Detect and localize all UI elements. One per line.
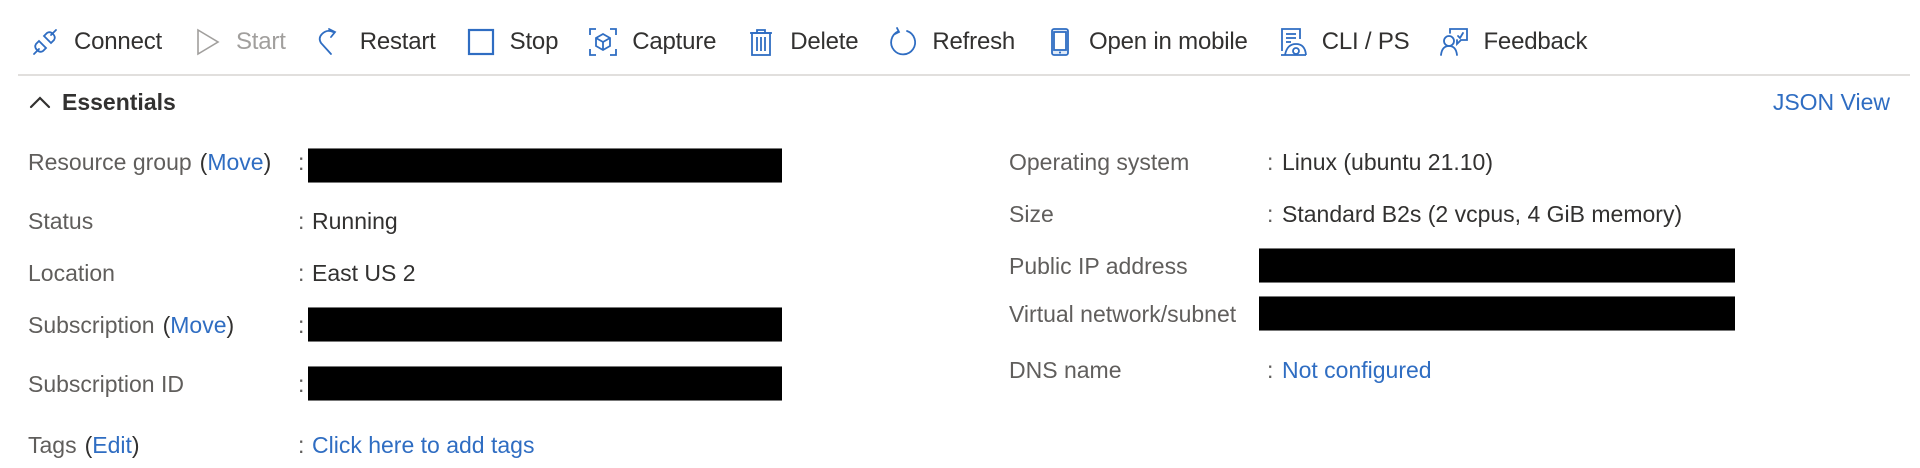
public-ip-row: Public IP address (1009, 248, 1735, 284)
capture-icon (588, 27, 618, 57)
size-label: Size (1009, 200, 1054, 227)
paren-open: ( (162, 311, 171, 338)
paren-close: ) (226, 311, 235, 338)
subscription-id-value-redacted (308, 366, 782, 401)
essentials-title: Essentials (62, 88, 176, 115)
colon: : (298, 259, 305, 286)
feedback-button[interactable]: Feedback (1439, 20, 1587, 64)
status-row: Status : Running (28, 203, 398, 239)
subscription-row: Subscription (Move) : (28, 307, 782, 343)
vnet-row: Virtual network/subnet (1009, 296, 1735, 332)
start-button[interactable]: Start (192, 20, 286, 64)
feedback-icon (1439, 27, 1469, 57)
resource-group-move-link[interactable]: Move (207, 148, 264, 175)
location-row: Location : East US 2 (28, 255, 416, 291)
add-tags-link[interactable]: Click here to add tags (312, 431, 535, 458)
subscription-id-row: Subscription ID : (28, 366, 782, 402)
refresh-label: Refresh (932, 28, 1016, 55)
stop-button[interactable]: Stop (466, 20, 559, 64)
colon: : (298, 148, 305, 175)
refresh-icon (888, 27, 918, 57)
os-row: Operating system : Linux (ubuntu 21.10) (1009, 144, 1493, 180)
capture-label: Capture (632, 28, 717, 55)
paren-close: ) (131, 431, 140, 458)
tags-row: Tags (Edit) : Click here to add tags (28, 427, 534, 463)
connect-button[interactable]: Connect (30, 20, 162, 64)
essentials-toggle[interactable]: Essentials (28, 86, 176, 118)
cli-icon (1278, 27, 1308, 57)
stop-label: Stop (509, 28, 559, 55)
paren-open: ( (84, 431, 93, 458)
mobile-icon (1045, 27, 1075, 57)
os-label: Operating system (1009, 148, 1190, 175)
refresh-button[interactable]: Refresh (888, 20, 1015, 64)
dns-label: DNS name (1009, 356, 1122, 383)
dns-configure-link[interactable]: Not configured (1282, 356, 1432, 383)
stop-icon (466, 27, 496, 57)
subscription-label: Subscription (28, 311, 155, 338)
resource-group-value-redacted[interactable] (308, 148, 782, 183)
subscription-value-redacted[interactable] (308, 307, 782, 342)
colon: : (1267, 356, 1274, 383)
paren-open: ( (199, 148, 208, 175)
colon: : (1267, 148, 1274, 175)
restart-button[interactable]: Restart (316, 20, 436, 64)
os-value: Linux (ubuntu 21.10) (1282, 148, 1493, 175)
colon: : (1267, 200, 1274, 227)
resource-group-label: Resource group (28, 148, 192, 175)
paren-close: ) (263, 148, 272, 175)
open-in-mobile-label: Open in mobile (1089, 28, 1248, 55)
colon: : (298, 431, 305, 458)
tags-edit-link[interactable]: Edit (92, 431, 132, 458)
subscription-id-label: Subscription ID (28, 370, 184, 397)
command-bar: Connect Start Restart Stop (30, 20, 1617, 64)
status-label: Status (28, 207, 94, 234)
capture-button[interactable]: Capture (588, 20, 716, 64)
colon: : (298, 311, 305, 338)
size-value: Standard B2s (2 vcpus, 4 GiB memory) (1282, 200, 1683, 227)
cli-ps-button[interactable]: CLI / PS (1278, 20, 1410, 64)
colon: : (298, 207, 305, 234)
restart-icon (316, 27, 346, 57)
json-view-link[interactable]: JSON View (1772, 89, 1890, 115)
public-ip-value-redacted[interactable] (1259, 248, 1735, 283)
toolbar-divider (18, 74, 1910, 76)
feedback-label: Feedback (1483, 28, 1588, 55)
open-in-mobile-button[interactable]: Open in mobile (1045, 20, 1248, 64)
location-label: Location (28, 259, 115, 286)
public-ip-label: Public IP address (1009, 252, 1188, 279)
status-value: Running (312, 207, 398, 234)
chevron-up-icon (29, 96, 51, 109)
connect-label: Connect (74, 28, 162, 55)
plug-icon (30, 27, 60, 57)
delete-label: Delete (790, 28, 859, 55)
vnet-value-redacted[interactable] (1259, 296, 1735, 331)
restart-label: Restart (359, 28, 436, 55)
location-value: East US 2 (312, 259, 416, 286)
dns-row: DNS name : Not configured (1009, 352, 1432, 388)
subscription-move-link[interactable]: Move (170, 311, 227, 338)
resource-group-row: Resource group (Move) : (28, 144, 782, 183)
vnet-label: Virtual network/subnet (1009, 300, 1237, 327)
cli-ps-label: CLI / PS (1321, 28, 1410, 55)
trash-icon (746, 27, 776, 57)
colon: : (298, 370, 305, 397)
tags-label: Tags (28, 431, 77, 458)
delete-button[interactable]: Delete (746, 20, 859, 64)
size-row: Size : Standard B2s (2 vcpus, 4 GiB memo… (1009, 196, 1682, 232)
start-label: Start (236, 28, 286, 55)
play-icon (192, 27, 222, 57)
